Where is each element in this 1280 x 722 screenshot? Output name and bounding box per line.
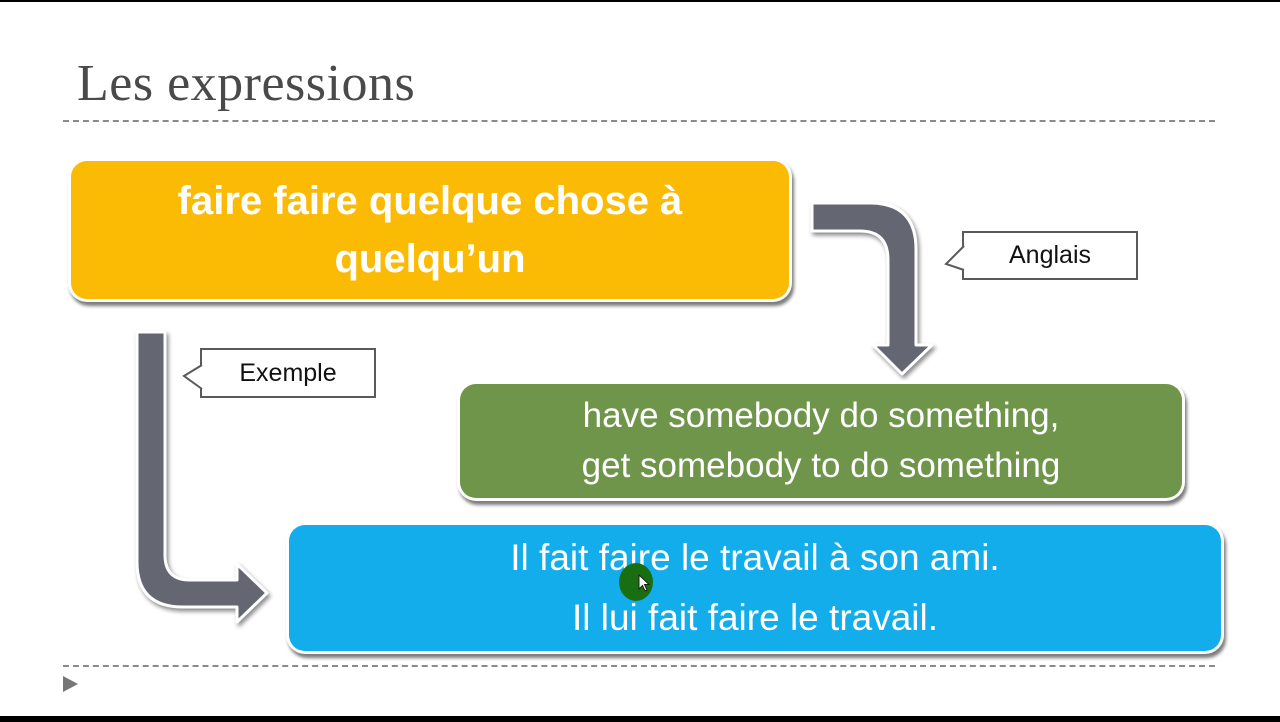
bottom-divider (63, 665, 1215, 667)
slide-title: Les expressions (77, 55, 416, 112)
expression-line-2: quelqu’un (334, 237, 526, 281)
callout-exemple-pointer-icon (182, 364, 203, 390)
play-triangle-icon[interactable] (63, 676, 78, 692)
example-line-1: Il fait faire le travail à son ami. (510, 537, 1000, 578)
translation-box: have somebody do something, get somebody… (460, 384, 1182, 498)
callout-anglais-label: Anglais (1009, 241, 1091, 269)
callout-anglais: Anglais (962, 231, 1138, 280)
top-divider (63, 120, 1215, 122)
mouse-cursor-icon (638, 574, 651, 592)
laser-pointer-dot (619, 563, 653, 601)
translation-line-1: have somebody do something, (582, 396, 1060, 435)
expression-line-1: faire faire quelque chose à (177, 179, 683, 223)
expression-box: faire faire quelque chose à quelqu’un (71, 161, 789, 299)
callout-anglais-pointer-icon (944, 245, 965, 271)
arrow-to-translation-icon (810, 201, 934, 376)
example-box: Il fait faire le travail à son ami. Il l… (289, 525, 1221, 651)
callout-exemple-label: Exemple (239, 359, 337, 387)
translation-line-2: get somebody to do something (581, 446, 1061, 485)
example-line-2: Il lui fait faire le travail. (571, 597, 939, 638)
callout-exemple: Exemple (200, 348, 376, 398)
